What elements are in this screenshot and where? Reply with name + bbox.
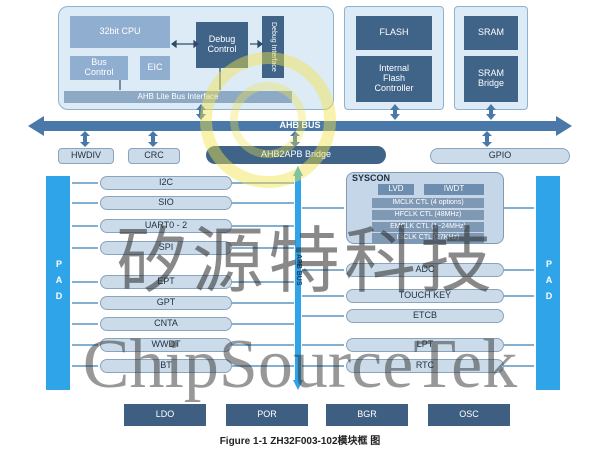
cnta-block: CNTA	[100, 317, 232, 331]
crc-block: CRC	[128, 148, 180, 164]
apb-bus-arrow	[293, 166, 303, 390]
rtc-block: RTC	[346, 359, 504, 373]
osc-block: OSC	[428, 404, 510, 426]
ahb2apb-bridge-block: AHB2APB Bridge	[206, 146, 386, 164]
arrow-hwdiv-ahb	[80, 131, 90, 147]
uart-block: UART0 - 2	[100, 219, 232, 233]
wwdt-block: WWDT	[100, 338, 232, 352]
isclk-ctl: ISCLK CTL (27KHz)	[372, 233, 484, 243]
apb-bus-label: APB BUS	[286, 250, 310, 290]
ept-block: EPT	[100, 275, 232, 289]
iwdt-block: IWDT	[424, 184, 484, 195]
hfclk-ctl: HFCLK CTL (48MHz)	[372, 210, 484, 220]
etcb-block: ETCB	[346, 309, 504, 323]
sram-block: SRAM	[464, 16, 518, 50]
arrow-sram-ahb	[486, 104, 496, 120]
ahb-bus-label: AHB BUS	[279, 120, 321, 131]
left-pad: PAD	[46, 176, 70, 390]
syscon-title: SYSCON	[352, 173, 391, 184]
debug-interface-label: Debug Interface	[269, 22, 277, 72]
arrow-crc-ahb	[148, 131, 158, 147]
bt-block: BT	[100, 359, 232, 373]
debug-interface-block: Debug Interface	[262, 16, 284, 78]
imclk-ctl: IMCLK CTL (4 options)	[372, 198, 484, 208]
touch-key-block: TOUCH KEY	[346, 289, 504, 303]
bus-control-block: Bus Control	[70, 56, 128, 80]
gpt-block: GPT	[100, 296, 232, 310]
sram-bridge-block: SRAM Bridge	[464, 56, 518, 102]
arrow-bridge-ahb	[290, 131, 300, 147]
lpt-block: LPT	[346, 338, 504, 352]
flash-controller-block: Internal Flash Controller	[356, 56, 432, 102]
cpu-block: 32bit CPU	[70, 16, 170, 48]
por-block: POR	[226, 404, 308, 426]
lvd-block: LVD	[378, 184, 414, 195]
ahb-bus-arrow	[28, 116, 572, 136]
left-pad-arrows	[72, 182, 98, 367]
gpio-block: GPIO	[430, 148, 570, 164]
apb-bus-text: APB BUS	[294, 254, 302, 286]
right-pad: PAD	[536, 176, 560, 390]
arrow-flash-ahb	[390, 104, 400, 120]
emclk-ctl: EMCLK CTL (1~24MHz)	[372, 222, 484, 232]
ahb-lite-bus-interface: AHB Lite Bus Interface	[64, 91, 292, 103]
arrow-cpu-ahb	[196, 104, 206, 120]
flash-block: FLASH	[356, 16, 432, 50]
adc-block: ADC	[346, 263, 504, 277]
figure-caption: Figure 1-1 ZH32F003-102模块框 图	[219, 435, 381, 447]
spi-block: SPI	[100, 241, 232, 255]
right-apb-arrows	[232, 182, 534, 367]
ldo-block: LDO	[124, 404, 206, 426]
sio-block: SIO	[100, 196, 232, 210]
hwdiv-block: HWDIV	[58, 148, 114, 164]
i2c-block: I2C	[100, 176, 232, 190]
eic-block: EIC	[140, 56, 170, 80]
debug-control-block: Debug Control	[196, 22, 248, 68]
bgr-block: BGR	[326, 404, 408, 426]
arrow-gpio-ahb	[482, 131, 492, 147]
